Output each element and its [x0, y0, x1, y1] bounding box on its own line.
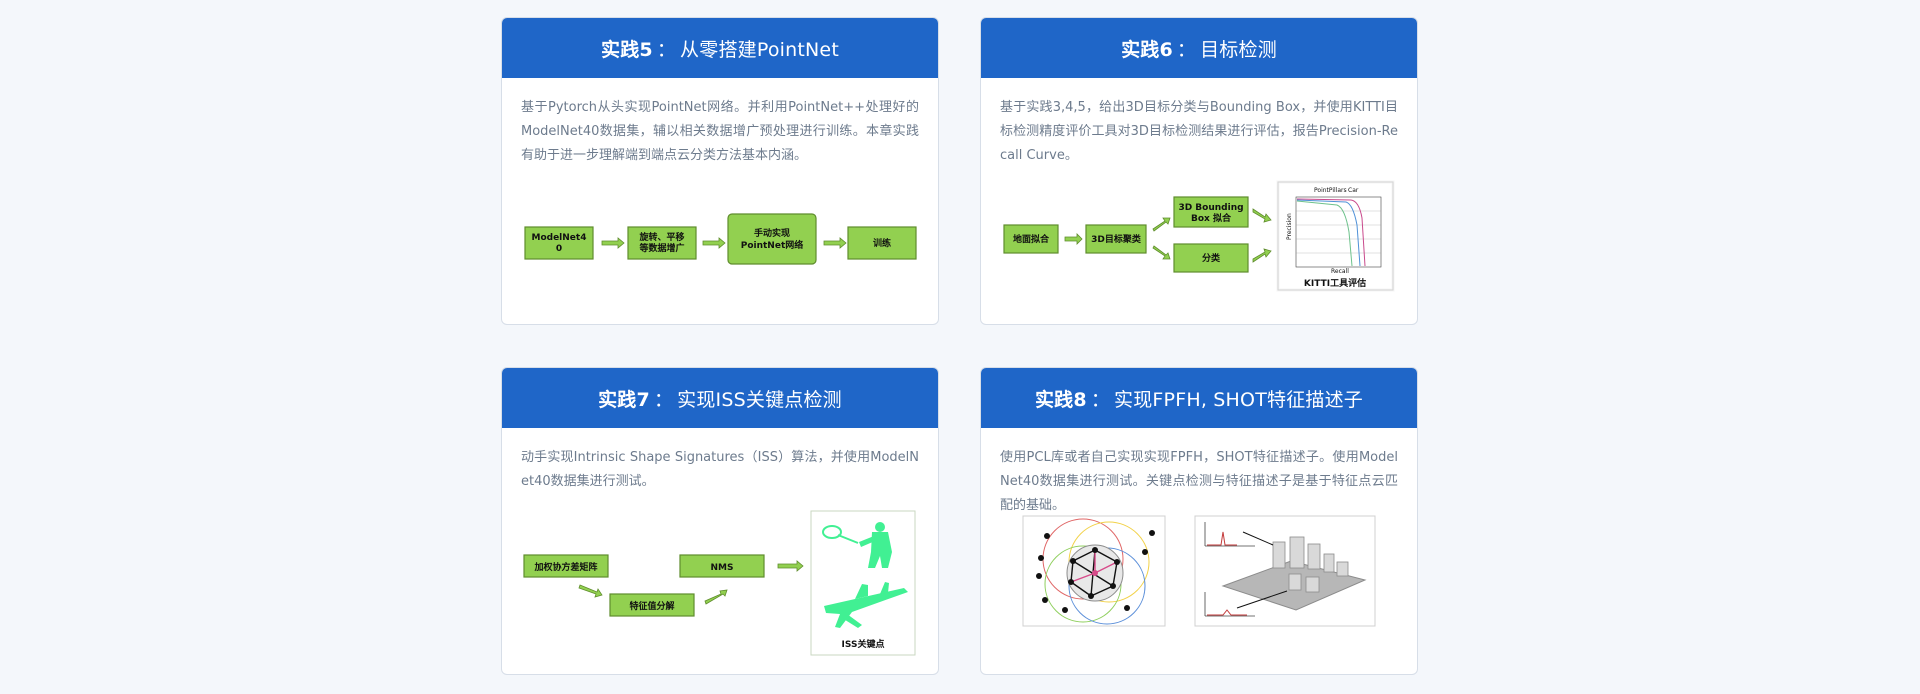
training-box: 训练: [847, 226, 917, 260]
augmentation-box-label-2: 等数据增广: [638, 242, 684, 254]
card-separator: ：: [1090, 388, 1111, 411]
arrow-icon: [1252, 248, 1272, 263]
pr-chart-ylabel: Precision: [1286, 213, 1293, 240]
pointnet-pipeline-diagram: ModelNet4 0 旋转、平移 等数据增广 手动实现 PointNet网络 …: [502, 180, 938, 316]
card-practice-8: 实践8 ： 实现FPFH, SHOT特征描述子 使用PCL库或者自己实现实现FP…: [980, 367, 1418, 675]
covariance-box-label: 加权协方差矩阵: [533, 561, 597, 573]
modelnet40-box: ModelNet4 0: [524, 226, 594, 260]
pr-chart-title: PointPillars: [1314, 187, 1347, 194]
arrow-icon: [704, 589, 728, 605]
bbox-fitting-box: 3D Bounding Box 拟合: [1173, 196, 1249, 228]
arrow-icon: [1064, 233, 1083, 245]
pr-chart-xlabel: Recall: [1331, 268, 1349, 275]
fpfh-graph-panel: [1022, 515, 1166, 627]
arrow-icon: [702, 237, 726, 249]
bbox-fitting-label-2: Box 拟合: [1191, 212, 1232, 224]
classification-box: 分类: [1173, 243, 1249, 273]
card-separator: ：: [656, 38, 677, 61]
feature-descriptor-diagram: [981, 514, 1417, 674]
ground-fitting-label: 地面拟合: [1013, 233, 1050, 245]
arrow-icon: [1252, 208, 1272, 223]
card-header: 实践7 ： 实现ISS关键点检测: [502, 368, 938, 428]
iss-pipeline-diagram: 加权协方差矩阵 特征值分解 NMS: [502, 508, 938, 668]
covariance-box: 加权协方差矩阵: [523, 554, 609, 578]
modelnet40-box-label-2: 0: [556, 244, 562, 254]
shot-descriptor-panel: [1194, 515, 1376, 627]
card-practice-7: 实践7 ： 实现ISS关键点检测 动手实现Intrinsic Shape Sig…: [501, 367, 939, 675]
pr-chart-subtitle: Car: [1348, 187, 1359, 194]
clustering-box: 3D目标聚类: [1085, 224, 1147, 254]
card-tag: 实践7: [598, 388, 650, 411]
card-description: 动手实现Intrinsic Shape Signatures（ISS）算法，并使…: [521, 450, 919, 489]
iss-keypoint-label: ISS关键点: [842, 638, 885, 650]
detection-pipeline-diagram: 地面拟合 3D目标聚类 3D Bounding Box 拟合 分类: [981, 180, 1417, 316]
kitti-tool-label: KITTI工具评估: [1304, 277, 1366, 289]
card-description: 基于实践3,4,5，给出3D目标分类与Bounding Box，并使用KITTI…: [1000, 100, 1398, 163]
card-title: 实现ISS关键点检测: [677, 388, 842, 411]
pointnet-box: 手动实现 PointNet网络: [727, 213, 817, 265]
augmentation-box: 旋转、平移 等数据增广: [627, 226, 697, 260]
card-practice-6: 实践6 ： 目标检测 基于实践3,4,5，给出3D目标分类与Bounding B…: [980, 17, 1418, 325]
card-practice-5: 实践5 ： 从零搭建PointNet 基于Pytorch从头实现PointNet…: [501, 17, 939, 325]
card-header: 实践6 ： 目标检测: [981, 18, 1417, 78]
nms-box-label: NMS: [711, 563, 734, 573]
kitti-evaluation-panel: PointPillars Car Recall Precision KITTI工…: [1276, 180, 1395, 292]
card-tag: 实践5: [601, 38, 653, 61]
card-header: 实践5 ： 从零搭建PointNet: [502, 18, 938, 78]
card-separator: ：: [653, 388, 674, 411]
iss-keypoint-panel: ISS关键点: [810, 510, 916, 656]
pointnet-box-label-1: 手动实现: [754, 227, 790, 239]
arrow-icon: [601, 237, 625, 249]
ground-fitting-box: 地面拟合: [1003, 224, 1059, 254]
eigen-box: 特征值分解: [609, 593, 695, 617]
bbox-fitting-label-1: 3D Bounding: [1178, 203, 1243, 213]
card-description: 基于Pytorch从头实现PointNet网络。并利用PointNet++处理好…: [521, 100, 919, 163]
arrow-icon: [578, 584, 603, 598]
card-title: 目标检测: [1200, 38, 1277, 61]
training-box-label: 训练: [873, 237, 891, 249]
nms-box: NMS: [679, 554, 765, 578]
card-title: 从零搭建PointNet: [680, 38, 839, 61]
arrow-icon: [823, 237, 847, 249]
clustering-label: 3D目标聚类: [1091, 233, 1142, 245]
card-title: 实现FPFH, SHOT特征描述子: [1114, 388, 1364, 411]
classification-label: 分类: [1202, 252, 1221, 264]
eigen-box-label: 特征值分解: [629, 600, 674, 612]
arrow-icon: [777, 560, 804, 572]
card-tag: 实践6: [1121, 38, 1173, 61]
card-header: 实践8 ： 实现FPFH, SHOT特征描述子: [981, 368, 1417, 428]
modelnet40-box-label-1: ModelNet4: [532, 233, 587, 243]
card-tag: 实践8: [1034, 388, 1087, 411]
augmentation-box-label-1: 旋转、平移: [638, 231, 684, 243]
arrow-icon: [1152, 245, 1171, 260]
card-separator: ：: [1176, 38, 1197, 61]
pointnet-box-label-2: PointNet网络: [741, 239, 804, 251]
arrow-icon: [1152, 217, 1171, 232]
card-description: 使用PCL库或者自己实现实现FPFH，SHOT特征描述子。使用ModelNet4…: [1000, 450, 1398, 513]
